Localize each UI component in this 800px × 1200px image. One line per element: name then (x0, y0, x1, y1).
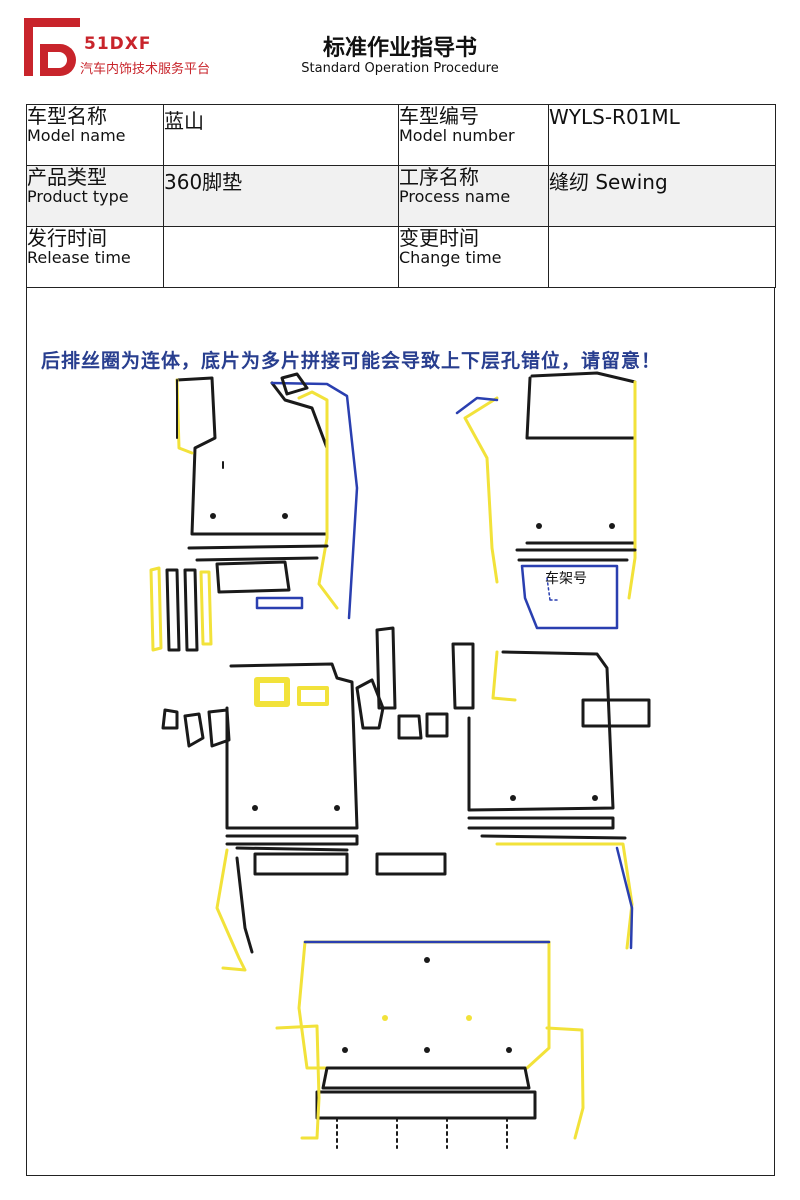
drawing-area: 后排丝圈为连体，底片为多片拼接可能会导致上下层孔错位，请留意！ (26, 288, 775, 1176)
model-number-label: 车型编号 Model number (398, 104, 549, 166)
notice-text: 后排丝圈为连体，底片为多片拼接可能会导致上下层孔错位，请留意！ (41, 350, 662, 372)
process-name-value: 缝纫 Sewing (548, 165, 776, 227)
rear-mat-piece (275, 940, 585, 1149)
table-row: 产品类型 Product type 360脚垫 工序名称 Process nam… (26, 165, 776, 227)
table-row: 车型名称 Model name 蓝山 车型编号 Model number WYL… (26, 104, 776, 166)
middle-right-mat-piece (467, 650, 651, 950)
model-number-value: WYLS-R01ML (548, 104, 776, 166)
release-time-value (163, 226, 399, 288)
change-time-label: 变更时间 Change time (398, 226, 549, 288)
document-title: 标准作业指导书 (322, 36, 477, 61)
model-name-value: 蓝山 (163, 104, 399, 166)
floor-mat-pattern-drawing (149, 371, 651, 1149)
mounting-holes (210, 513, 615, 811)
center-connector-pieces (355, 626, 475, 876)
table-row: 发行时间 Release time 变更时间 Change time (26, 226, 776, 288)
process-name-label: 工序名称 Process name (398, 165, 549, 227)
product-type-label: 产品类型 Product type (26, 165, 164, 227)
frame-number-label: 车架号 (545, 571, 587, 587)
change-time-value (548, 226, 776, 288)
brand-logo-icon (24, 18, 80, 76)
brand-subtitle: 汽车内饰技术服务平台 (80, 62, 211, 77)
product-type-value: 360脚垫 (163, 165, 399, 227)
front-left-mat-piece (175, 372, 359, 620)
brand-name: 51DXF (84, 34, 152, 54)
front-right-mat-piece (455, 371, 637, 630)
page-header: 51DXF 汽车内饰技术服务平台 标准作业指导书 Standard Operat… (0, 0, 800, 100)
model-name-label: 车型名称 Model name (26, 104, 164, 166)
document-subtitle: Standard Operation Procedure (301, 61, 499, 76)
release-time-label: 发行时间 Release time (26, 226, 164, 288)
middle-left-mat-piece (161, 662, 359, 972)
left-strip-pieces (149, 566, 213, 652)
info-table: 车型名称 Model name 蓝山 车型编号 Model number WYL… (26, 104, 776, 288)
